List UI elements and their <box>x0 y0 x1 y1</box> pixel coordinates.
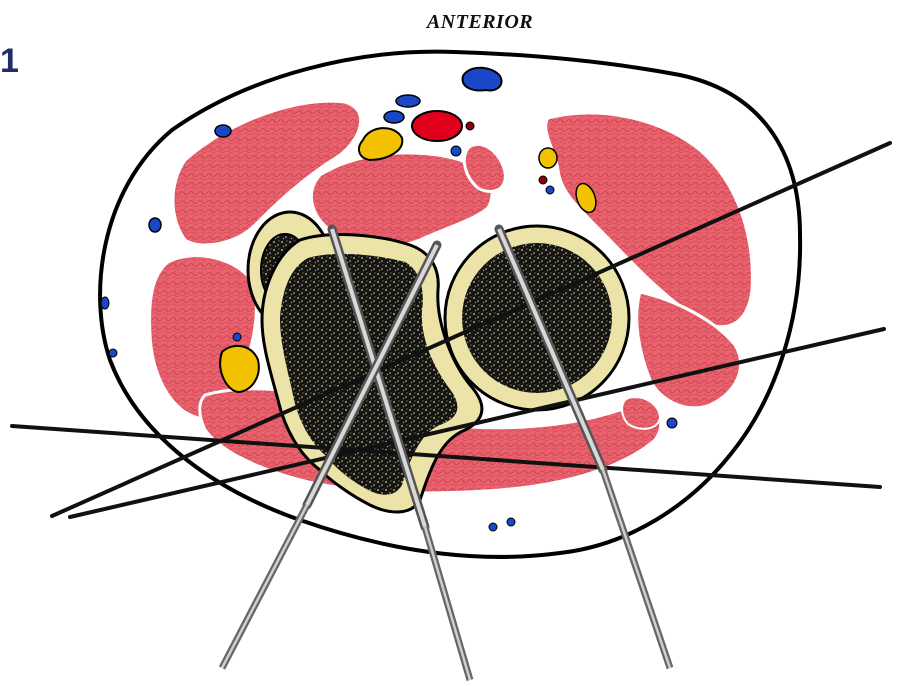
vein-small-2 <box>384 111 404 123</box>
vein-left-1 <box>215 125 231 137</box>
vein-small-4 <box>546 186 554 194</box>
nerve-right-1 <box>539 148 557 168</box>
vein-left-3 <box>101 297 109 309</box>
vein-left-2 <box>149 218 161 232</box>
vein-posterior-2 <box>507 518 515 526</box>
vein-lateral-left <box>233 333 241 341</box>
artery-main <box>412 111 462 141</box>
artery-small-1 <box>466 122 474 130</box>
vein-posterior-1 <box>489 523 497 531</box>
vein-top <box>463 68 502 91</box>
vein-small-1 <box>396 95 420 107</box>
vein-small-3 <box>451 146 461 156</box>
vein-left-4 <box>109 349 117 357</box>
artery-small-2 <box>539 176 547 184</box>
vein-right-lateral <box>667 418 677 428</box>
